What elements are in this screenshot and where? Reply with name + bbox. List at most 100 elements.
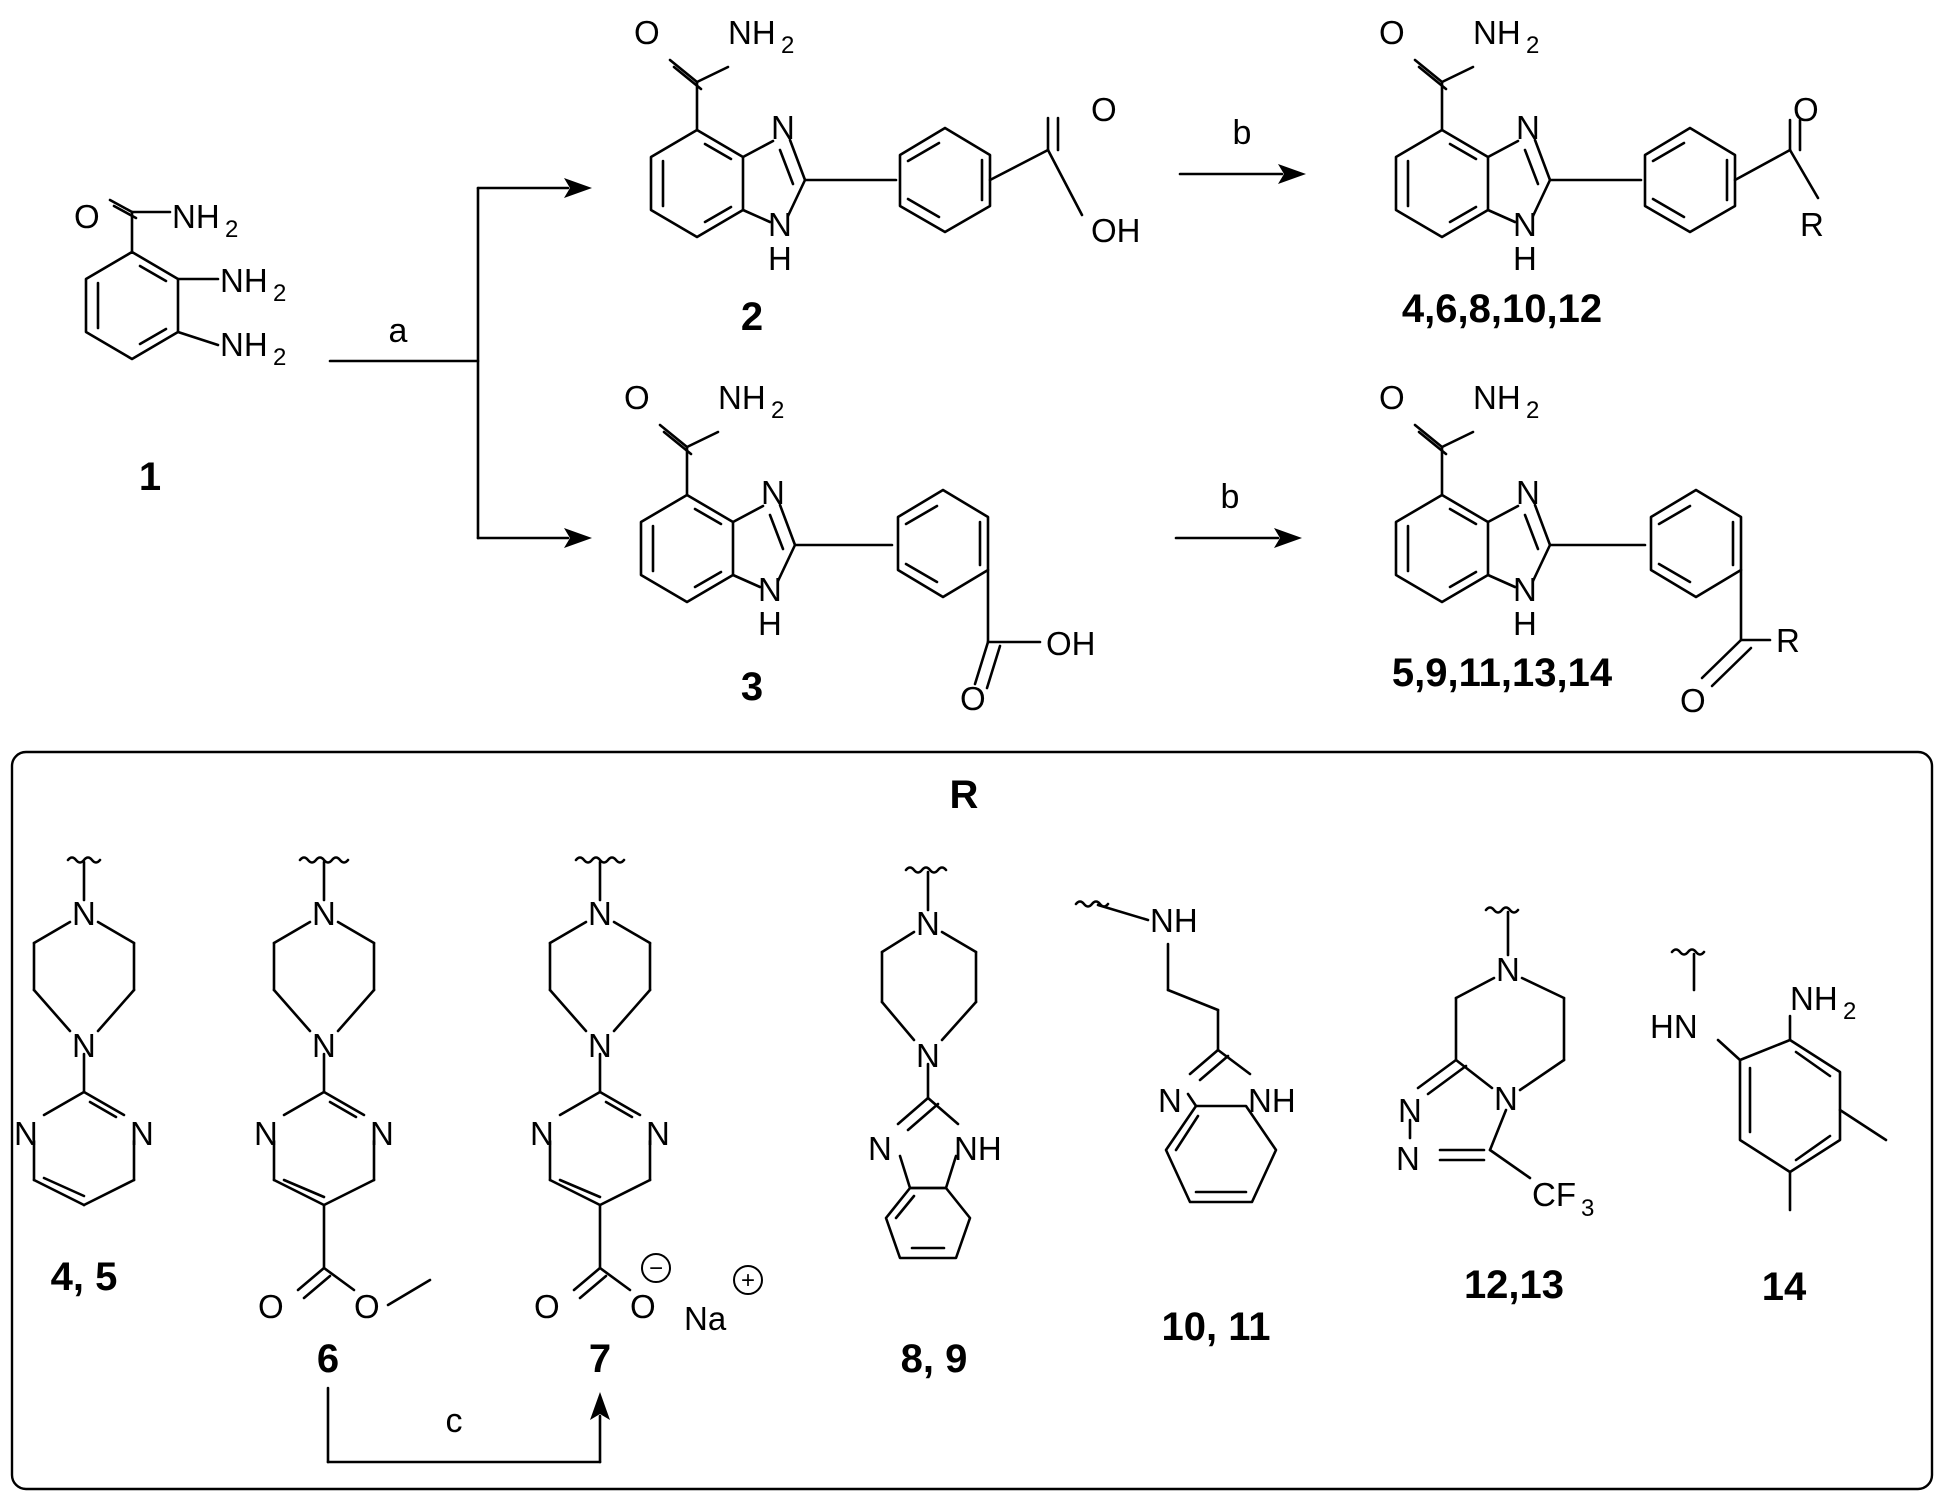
atom-n: N	[771, 109, 795, 146]
compound-label-3: 3	[741, 665, 763, 709]
compound-label-para-products: 4,6,8,10,12	[1402, 287, 1602, 331]
r-group-box	[10, 750, 1934, 1491]
meta-product-structure	[1394, 423, 1772, 688]
atom-n: N	[530, 1115, 554, 1152]
atom-h: H	[758, 605, 782, 642]
nh2-label	[718, 379, 785, 424]
atom-o: O	[74, 198, 100, 235]
nh2-label	[728, 14, 795, 59]
compound-label-meta-products: 5,9,11,13,14	[1392, 651, 1613, 695]
r-group-benzimidazolyl-piperazine	[880, 866, 978, 1260]
atom-n: N	[916, 1037, 940, 1074]
atom-h: H	[1513, 605, 1537, 642]
compound-3-structure	[639, 423, 1042, 690]
compound-1-structure	[84, 198, 220, 361]
arrow-b-top	[1178, 164, 1306, 184]
r-group-pyrimidinyl-piperazine	[32, 856, 136, 1207]
atom-n: N	[72, 895, 96, 932]
para-product-structure	[1394, 58, 1820, 239]
r-box-title: R	[950, 773, 979, 817]
r-group-methyl-ester-pyrimidine	[272, 856, 432, 1307]
atom-o: O	[1091, 91, 1117, 128]
condition-b: b	[1221, 478, 1240, 516]
nh2-label	[1790, 980, 1857, 1025]
atom-cf3: CF	[1532, 1176, 1576, 1213]
atom-n: N	[1516, 109, 1540, 146]
atom-n: N	[1513, 571, 1537, 608]
r-label-4-5: 4, 5	[51, 1255, 118, 1299]
atom-o: O	[960, 680, 986, 717]
atom-o: O	[354, 1288, 380, 1325]
arrow-b-bottom	[1174, 528, 1302, 548]
atom-n: N	[1494, 1080, 1518, 1117]
nh2-label	[1473, 379, 1540, 424]
atom-n: N	[1513, 206, 1537, 243]
atom-n: N	[868, 1130, 892, 1167]
r-label-14: 14	[1762, 1265, 1807, 1309]
arrow-a	[328, 178, 592, 548]
minus-sign: −	[649, 1255, 663, 1282]
nh2-label	[1473, 14, 1540, 59]
atom-r: R	[1800, 206, 1824, 243]
atom-n: N	[1398, 1092, 1422, 1129]
atom-n: N	[130, 1115, 154, 1152]
r-group-aminodimethylanilino	[1670, 948, 1888, 1212]
r-label-10-11: 10, 11	[1161, 1305, 1270, 1349]
atom-o: O	[1379, 14, 1405, 51]
compound-2-structure	[649, 58, 1084, 239]
plus-sign: +	[741, 1267, 755, 1294]
negative-charge: −	[641, 1253, 671, 1283]
atom-oh: OH	[1046, 625, 1096, 662]
atom-nh: NH	[1150, 902, 1198, 939]
atom-n: N	[1396, 1140, 1420, 1177]
atom-o: O	[624, 379, 650, 416]
atom-n: N	[72, 1027, 96, 1064]
atom-n: N	[588, 895, 612, 932]
nh2-label	[172, 198, 239, 243]
atom-n: N	[1496, 951, 1520, 988]
r-group-triazolopiperazine	[1408, 906, 1566, 1180]
r-group-benzimidazolyl-ethylamine	[1074, 900, 1278, 1204]
atom-n: N	[761, 474, 785, 511]
r-label-7: 7	[589, 1337, 611, 1381]
sodium-ion: Na	[684, 1300, 727, 1337]
atom-o: O	[630, 1288, 656, 1325]
atom-o: O	[634, 14, 660, 51]
arrow-c	[326, 1386, 610, 1464]
condition-b: b	[1233, 114, 1252, 152]
compound-label-1: 1	[139, 455, 161, 499]
positive-charge: +	[733, 1265, 763, 1295]
atom-nh: NH	[954, 1130, 1002, 1167]
atom-oh: OH	[1091, 212, 1141, 249]
atom-o: O	[1680, 682, 1706, 719]
atom-n: N	[768, 206, 792, 243]
atom-nh: NH	[1248, 1082, 1296, 1119]
atom-n: N	[1516, 474, 1540, 511]
nh2-label	[220, 326, 287, 371]
r-label-12-13: 12,13	[1464, 1263, 1564, 1307]
atom-o: O	[1793, 91, 1819, 128]
atom-o: O	[258, 1288, 284, 1325]
nh2-label	[220, 262, 287, 307]
r-group-sodium-carboxylate-pyrimidine	[548, 856, 652, 1300]
atom-hn: HN	[1650, 1008, 1698, 1045]
r-label-6: 6	[317, 1337, 339, 1381]
condition-a: a	[389, 312, 408, 350]
atom-n: N	[312, 895, 336, 932]
atom-n: N	[312, 1027, 336, 1064]
r-label-8-9: 8, 9	[901, 1337, 968, 1381]
atom-n: N	[588, 1027, 612, 1064]
atom-r: R	[1776, 622, 1800, 659]
atom-n: N	[916, 905, 940, 942]
subscript-3: 3	[1581, 1195, 1594, 1222]
atom-h: H	[768, 240, 792, 277]
atom-n: N	[758, 571, 782, 608]
atom-n: N	[370, 1115, 394, 1152]
atom-n: N	[14, 1115, 38, 1152]
atom-n: N	[1158, 1082, 1182, 1119]
atom-o: O	[534, 1288, 560, 1325]
condition-c: c	[446, 1402, 463, 1440]
atom-n: N	[254, 1115, 278, 1152]
compound-label-2: 2	[741, 295, 763, 339]
